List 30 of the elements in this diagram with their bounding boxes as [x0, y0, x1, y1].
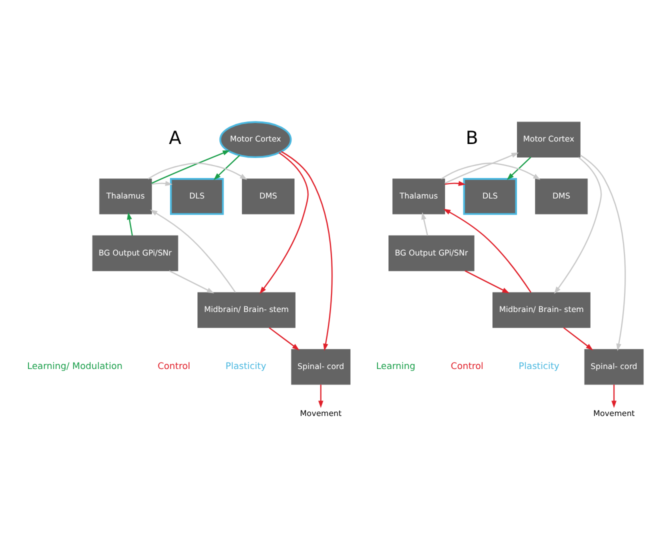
label: B — [466, 128, 478, 150]
legend-label: Learning — [376, 362, 416, 372]
arrow — [563, 327, 594, 350]
arrow — [152, 180, 173, 186]
arrow — [444, 152, 519, 184]
legend-label: Control — [450, 362, 484, 372]
legend-label: Learning/ Modulation — [27, 362, 122, 372]
arrow — [268, 327, 300, 350]
legend-label: Control — [158, 362, 190, 372]
label: A — [168, 128, 182, 150]
arrow — [580, 154, 626, 351]
legend-label: Plasticity — [226, 362, 266, 372]
arrow — [464, 270, 510, 294]
arrow — [214, 154, 240, 180]
arrow — [126, 212, 133, 236]
arrow — [440, 162, 540, 180]
arrow — [151, 150, 230, 184]
arrow — [444, 180, 466, 186]
arrow — [150, 210, 236, 293]
arrow — [280, 151, 333, 351]
arrow — [168, 270, 214, 294]
arrow — [260, 152, 309, 294]
arrow — [554, 156, 602, 294]
arrow — [421, 212, 428, 236]
arrow — [318, 384, 324, 408]
arrow — [506, 156, 532, 180]
arrow — [443, 208, 532, 293]
arrow — [148, 162, 248, 180]
legend-label: Plasticity — [518, 362, 560, 372]
arrow — [611, 384, 617, 408]
